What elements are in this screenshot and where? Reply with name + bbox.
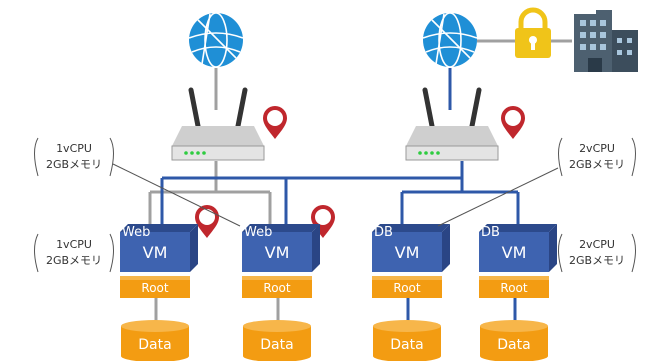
data-volume — [373, 326, 441, 361]
globe-icon — [188, 12, 244, 68]
root-disk — [372, 276, 442, 298]
spec-callout-top-left: 1vCPU 2GBメモリ — [34, 137, 241, 227]
server-stacks: WebVMRootDataWebVMRootDataDBVMRootDataDB… — [120, 224, 557, 361]
ip-pin-label: IP — [318, 213, 328, 223]
root-disk — [242, 276, 312, 298]
server-role-label: DB — [481, 225, 500, 240]
ip-pin-label: IP — [202, 213, 212, 223]
data-label: Data — [497, 337, 530, 353]
ip-pin-label: IP — [508, 114, 518, 124]
vm-box — [479, 232, 549, 272]
ip-pin-label: IP — [270, 114, 280, 124]
spec-callout-top-right: 2vCPU 2GBメモリ — [437, 137, 636, 227]
ip-location-pin-icon: IP — [311, 205, 335, 238]
root-label: Root — [500, 281, 527, 295]
spec-line: 2GBメモリ — [569, 158, 625, 171]
vm-label: VM — [502, 243, 527, 262]
root-disk — [120, 276, 190, 298]
vm-label: VM — [395, 243, 420, 262]
data-volume — [480, 326, 548, 361]
spec-line: 2GBメモリ — [46, 254, 102, 267]
root-disk — [479, 276, 549, 298]
spec-line: 2vCPU — [579, 238, 615, 251]
ip-location-pin-icon: IP — [263, 106, 287, 139]
ip-location-pin-icon: IP — [501, 106, 525, 139]
spec-line: 2vCPU — [579, 142, 615, 155]
vm-box — [242, 232, 312, 272]
spec-line: 1vCPU — [56, 142, 92, 155]
data-label: Data — [390, 337, 423, 353]
data-label: Data — [260, 337, 293, 353]
spec-line: 2GBメモリ — [46, 158, 102, 171]
root-label: Root — [141, 281, 168, 295]
root-label: Root — [263, 281, 290, 295]
vm-label: VM — [143, 243, 168, 262]
router-icon — [172, 90, 264, 160]
globe-icon — [422, 12, 478, 68]
ip-location-pin-icon: IP — [195, 205, 219, 238]
server-role-label: Web — [244, 225, 272, 240]
server-role-label: DB — [374, 225, 393, 240]
data-volume — [243, 326, 311, 361]
spec-callout-mid-right: 2vCPU 2GBメモリ — [558, 233, 636, 273]
vm-box — [120, 232, 190, 272]
data-label: Data — [138, 337, 171, 353]
padlock-icon — [515, 7, 551, 58]
data-volume — [121, 326, 189, 361]
server-role-label: Web — [122, 225, 150, 240]
office-building-icon — [574, 10, 638, 72]
root-label: Root — [393, 281, 420, 295]
vm-box — [372, 232, 442, 272]
vm-label: VM — [265, 243, 290, 262]
spec-line: 2GBメモリ — [569, 254, 625, 267]
router-icon — [406, 90, 498, 160]
spec-callout-mid-left: 1vCPU 2GBメモリ — [34, 233, 114, 273]
spec-line: 1vCPU — [56, 238, 92, 251]
